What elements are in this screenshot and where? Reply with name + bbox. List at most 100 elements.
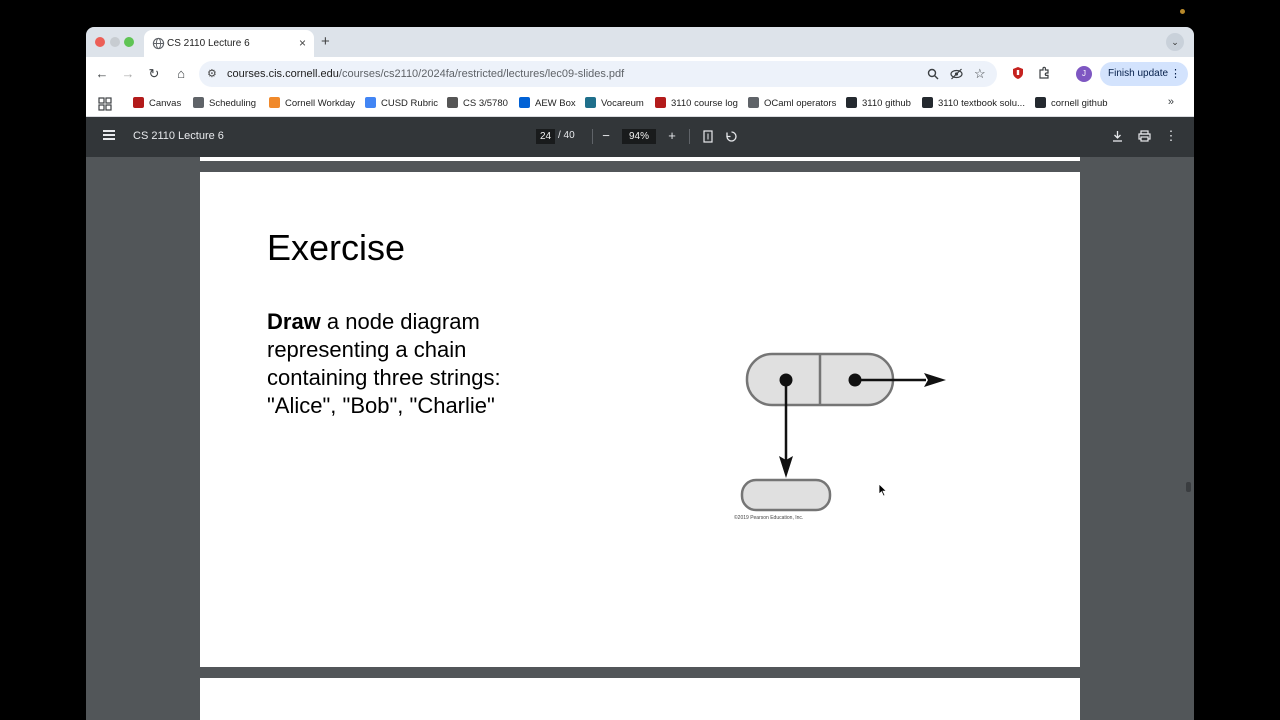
bookmark-favicon-icon — [519, 97, 530, 108]
zoom-search-icon[interactable] — [927, 68, 939, 80]
zoom-input[interactable]: 94% — [622, 129, 656, 144]
slide-title: Exercise — [267, 227, 406, 268]
more-bookmarks-icon[interactable]: » — [1167, 96, 1174, 108]
bookmark-label: cornell github — [1051, 98, 1108, 109]
slide-body: Draw a node diagram representing a chain… — [267, 308, 567, 420]
bookmark-item[interactable]: 3110 course log — [655, 97, 738, 111]
bookmark-label: AEW Box — [535, 98, 576, 109]
page-total: / 40 — [558, 130, 575, 141]
mouse-cursor-icon — [878, 483, 888, 497]
scrollbar-thumb[interactable] — [1186, 482, 1191, 492]
bookmarks-bar: Canvas Scheduling Cornell Workday CUSD Rubr… — [86, 91, 1194, 117]
bookmark-item[interactable]: 3110 textbook solu... — [922, 97, 1025, 111]
back-button[interactable]: ← — [95, 66, 109, 81]
bookmark-item[interactable]: Vocareum — [585, 97, 644, 111]
bookmark-item[interactable]: CUSD Rubric — [365, 97, 438, 111]
bookmark-favicon-icon — [846, 97, 857, 108]
globe-icon — [152, 37, 165, 50]
data-arrowhead — [779, 456, 793, 478]
toolbar: ← → ↻ ⌂ ⚙ courses.cis.cornell.edu/course… — [86, 57, 1194, 91]
bookmark-favicon-icon — [447, 97, 458, 108]
print-icon[interactable] — [1138, 130, 1151, 142]
tab-search-button[interactable]: ⌄ — [1166, 33, 1184, 51]
tab-title: CS 2110 Lecture 6 — [167, 38, 250, 49]
tab-active[interactable]: CS 2110 Lecture 6 × — [144, 30, 314, 57]
site-info-icon[interactable]: ⚙ — [207, 68, 217, 80]
bookmark-favicon-icon — [655, 97, 666, 108]
bookmark-favicon-icon — [365, 97, 376, 108]
extensions-puzzle-icon[interactable] — [1037, 66, 1051, 80]
next-pdf-page — [200, 678, 1080, 720]
pdf-toolbar: CS 2110 Lecture 6 24 / 40 − 94% + ⋮ — [86, 117, 1194, 157]
url-host: courses.cis.cornell.edu — [227, 68, 339, 80]
bookmark-star-icon[interactable]: ☆ — [974, 66, 986, 81]
bookmark-label: Vocareum — [601, 98, 644, 109]
url-path: /courses/cs2110/2024fa/restricted/lectur… — [338, 68, 625, 80]
divider — [592, 129, 593, 144]
bookmark-label: OCaml operators — [764, 98, 837, 109]
bookmark-favicon-icon — [193, 97, 204, 108]
bookmark-label: Cornell Workday — [285, 98, 356, 109]
fit-page-icon[interactable] — [703, 130, 713, 143]
bookmark-favicon-icon — [922, 97, 933, 108]
browser-window: CS 2110 Lecture 6 × + ⌄ ← → ↻ ⌂ ⚙ course… — [86, 27, 1194, 720]
data-box — [740, 478, 832, 512]
finish-update-button[interactable]: Finish update ⋮ — [1100, 62, 1188, 86]
bookmark-label: 3110 textbook solu... — [938, 98, 1025, 109]
bookmark-item[interactable]: Cornell Workday — [269, 97, 355, 111]
forward-button[interactable]: → — [121, 66, 135, 81]
zoom-in-button[interactable]: + — [668, 128, 676, 143]
minimize-window-button[interactable] — [110, 37, 120, 47]
bookmark-favicon-icon — [585, 97, 596, 108]
shield-extension-icon[interactable] — [1011, 66, 1025, 80]
bookmark-favicon-icon — [748, 97, 759, 108]
bookmark-item[interactable]: CS 3/5780 — [447, 97, 508, 111]
copyright-text: ©2019 Pearson Education, Inc. — [734, 515, 804, 521]
recording-indicator — [1180, 9, 1185, 14]
bookmark-label: 3110 github — [862, 98, 911, 109]
bookmark-item[interactable]: OCaml operators — [748, 97, 836, 111]
eye-off-icon[interactable] — [950, 68, 963, 80]
sidebar-menu-icon[interactable] — [103, 130, 115, 140]
bookmark-item[interactable]: Canvas — [133, 97, 181, 111]
profile-avatar[interactable]: J — [1076, 66, 1092, 82]
previous-page — [200, 157, 1080, 161]
pdf-title: CS 2110 Lecture 6 — [133, 130, 224, 142]
more-menu-icon[interactable]: ⋮ — [1170, 68, 1181, 80]
divider — [689, 129, 690, 144]
maximize-window-button[interactable] — [124, 37, 134, 47]
download-icon[interactable] — [1112, 130, 1123, 142]
address-bar[interactable]: ⚙ courses.cis.cornell.edu/courses/cs2110… — [199, 61, 997, 87]
bookmark-label: Scheduling — [209, 98, 257, 109]
home-button[interactable]: ⌂ — [177, 66, 185, 81]
bookmark-favicon-icon — [269, 97, 280, 108]
bookmark-label: CS 3/5780 — [463, 98, 508, 109]
pdf-more-icon[interactable]: ⋮ — [1164, 128, 1178, 143]
apps-grid-icon[interactable] — [98, 97, 112, 111]
tab-strip: CS 2110 Lecture 6 × + ⌄ — [86, 27, 1194, 57]
slide-body-text: a node diagram representing a chain cont… — [267, 309, 501, 418]
close-tab-icon[interactable]: × — [298, 36, 306, 50]
bookmark-label: Canvas — [149, 98, 182, 109]
pdf-viewport[interactable]: Exercise Draw a node diagram representin… — [86, 157, 1194, 720]
node-diagram — [740, 352, 946, 512]
rotate-icon[interactable] — [725, 130, 738, 143]
url-text: courses.cis.cornell.edu/courses/cs2110/2… — [227, 68, 624, 80]
bookmark-item[interactable]: cornell github — [1035, 97, 1108, 111]
close-window-button[interactable] — [95, 37, 105, 47]
bookmark-label: 3110 course log — [671, 98, 738, 109]
bookmark-item[interactable]: 3110 github — [846, 97, 911, 111]
slide-body-bold: Draw — [267, 309, 321, 334]
next-arrowhead — [924, 373, 946, 387]
bookmark-item[interactable]: AEW Box — [519, 97, 576, 111]
reload-button[interactable]: ↻ — [148, 66, 160, 81]
new-tab-button[interactable]: + — [321, 33, 330, 50]
page-number-input[interactable]: 24 — [536, 129, 555, 144]
bookmark-label: CUSD Rubric — [381, 98, 439, 109]
bookmark-item[interactable]: Scheduling — [193, 97, 256, 111]
bookmark-favicon-icon — [133, 97, 144, 108]
pdf-page: Exercise Draw a node diagram representin… — [200, 172, 1080, 667]
finish-update-label: Finish update — [1108, 68, 1169, 79]
zoom-out-button[interactable]: − — [602, 128, 610, 143]
